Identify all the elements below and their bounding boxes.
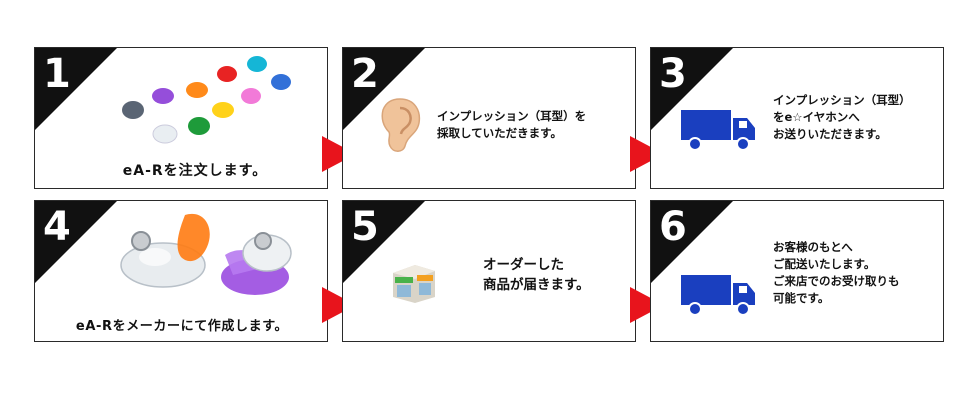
step-number-1: 1 [43, 51, 71, 97]
step-text-4: eA-Rをメーカーにて作成します。 [75, 319, 289, 334]
step-card-2: 2 インプレッション（耳型）を 採取していただきます。 [342, 47, 636, 189]
step-card-3: 3 インプレッション（耳型） をe☆イヤホンへ お送りいただきます。 [650, 47, 944, 189]
step-text-6: お客様のもとへ ご配送いたします。 ご来店でのお受け取りも 可能です。 [773, 240, 900, 305]
step-card-4: 4 eA-Rをメーカーにて作成します。 [34, 200, 328, 342]
step-card-1: 1 eA-Rを注文します。 [34, 47, 328, 189]
step-corner-1 [35, 48, 118, 131]
delivery-truck-icon [681, 275, 755, 316]
step-number-4: 4 [43, 204, 71, 250]
step-text-5: オーダーした 商品が届きます。 [483, 257, 590, 293]
step-corner-6 [651, 201, 734, 284]
step-text-3: インプレッション（耳型） をe☆イヤホンへ お送りいただきます。 [773, 93, 911, 141]
step-text-1: eA-Rを注文します。 [122, 163, 268, 179]
colorful-earplugs-image [122, 56, 291, 144]
ear-image [381, 98, 421, 152]
custom-iem-image [120, 213, 292, 295]
step-number-6: 6 [659, 204, 687, 250]
step-text-2: インプレッション（耳型）を 採取していただきます。 [437, 109, 587, 140]
step-corner-4 [35, 201, 118, 284]
step-card-5: 5 オーダーした 商品が届きます。 [342, 200, 636, 342]
shop-icon [393, 265, 435, 303]
step-card-6: 6 お客様のもとへ ご配送いたします。 ご来店でのお受け取りも 可能です。 [650, 200, 944, 342]
step-number-5: 5 [351, 204, 379, 250]
step-number-2: 2 [351, 51, 379, 97]
delivery-truck-icon [681, 110, 755, 151]
step-number-3: 3 [659, 51, 687, 97]
